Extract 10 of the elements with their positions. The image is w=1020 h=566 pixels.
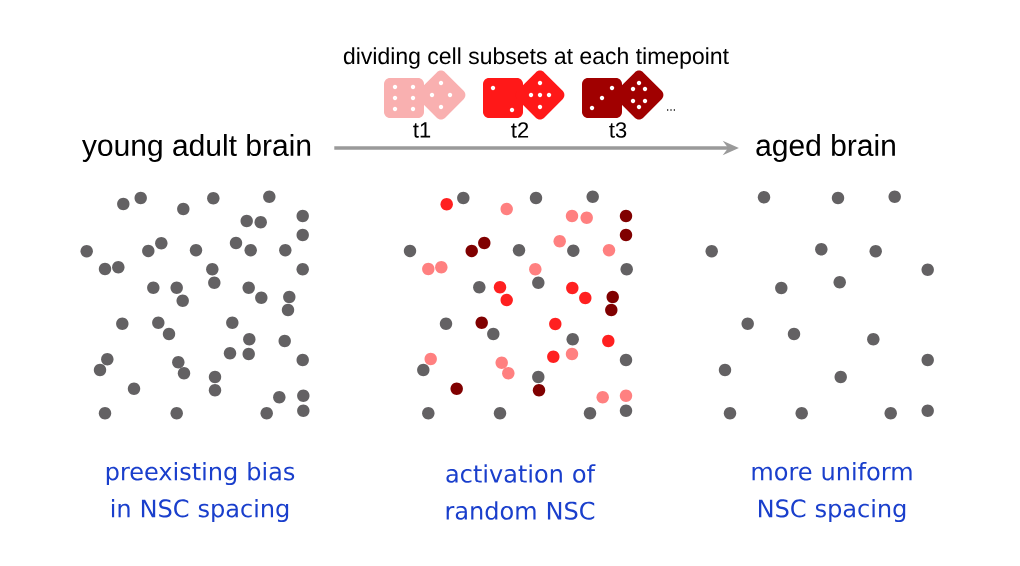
timepoint-label: t3 [609,122,627,138]
heading-text: young adult brain [82,134,311,162]
timepoint-label: t1 [413,122,431,138]
header-text: dividing cell subsets at each timepoint [343,47,729,69]
caption-text: activation of random NSC [446,464,596,520]
caption-text: preexisting bias in NSC spacing [106,461,295,523]
caption-text: more uniform NSC spacing [752,461,912,523]
timepoint-label: t2 [511,122,529,138]
ellipsis-text: ... [667,109,675,111]
heading-text: aged brain [756,134,895,162]
